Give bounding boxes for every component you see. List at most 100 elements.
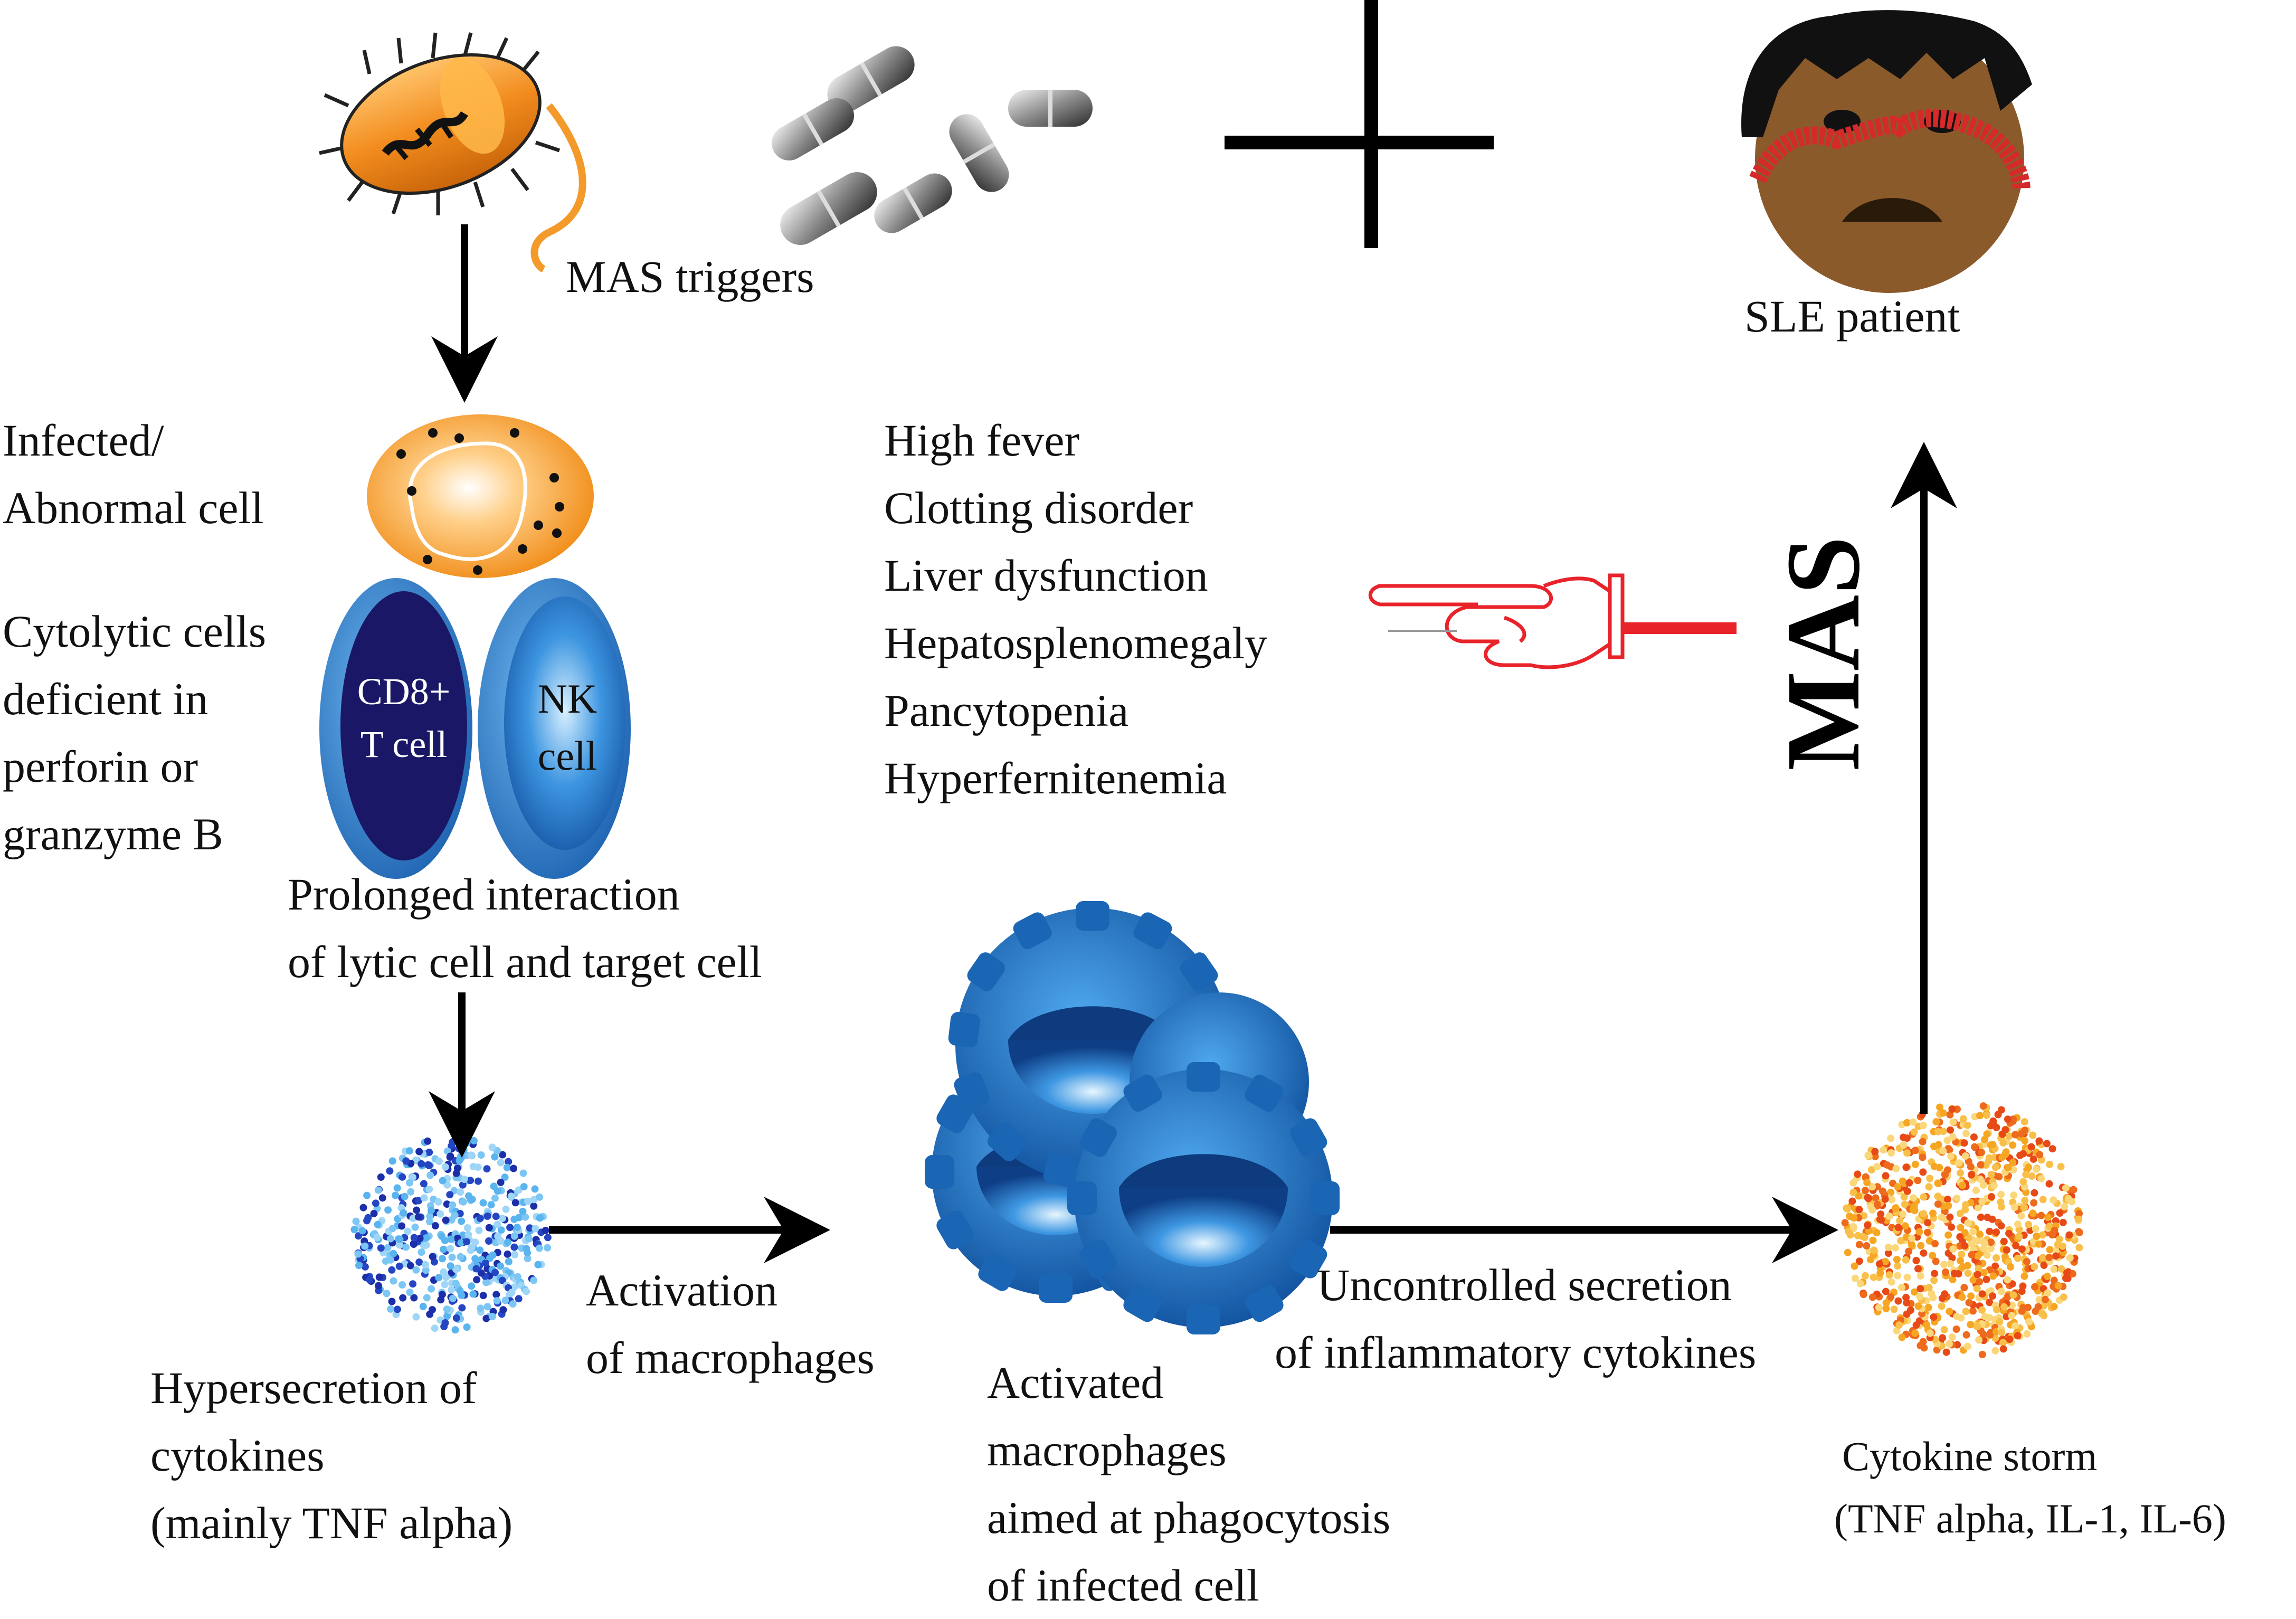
cytokine-dot bbox=[2032, 1225, 2039, 1233]
hypersecretion-line-2: cytokines bbox=[150, 1430, 325, 1481]
cytokine-dot bbox=[1930, 1313, 1938, 1321]
cytokine-dot bbox=[1885, 1212, 1893, 1220]
cytokine-dot bbox=[1866, 1256, 1874, 1264]
nk-cell-icon bbox=[478, 578, 631, 879]
cytokine-dot bbox=[2046, 1222, 2054, 1230]
cytokine-dot bbox=[504, 1238, 512, 1246]
cytokine-dot bbox=[2014, 1220, 2022, 1228]
cytokine-dot bbox=[2051, 1226, 2058, 1234]
cytokine-dot bbox=[1910, 1128, 1918, 1136]
cytokine-dot bbox=[2075, 1244, 2083, 1252]
macrophage-tooth bbox=[925, 1155, 954, 1189]
cytokine-dot bbox=[441, 1237, 449, 1245]
cytokine-dot bbox=[366, 1276, 374, 1284]
cytokine-dot bbox=[1989, 1117, 1997, 1125]
cytokine-dot bbox=[378, 1194, 386, 1202]
cytokine-dot bbox=[1931, 1270, 1939, 1277]
cytokine-dot bbox=[388, 1298, 396, 1305]
sle-patient-face-icon bbox=[1741, 10, 2032, 293]
cytokine-dot bbox=[1876, 1269, 1884, 1277]
cytokine-dot bbox=[2059, 1242, 2067, 1250]
cytokine-dot bbox=[437, 1210, 444, 1218]
cytokine-dot bbox=[2018, 1307, 2026, 1315]
cytokine-dot bbox=[2014, 1332, 2022, 1340]
cytokine-dot bbox=[2043, 1140, 2051, 1148]
mas-symptoms-list: High fever Clotting disorder Liver dysfu… bbox=[884, 406, 1267, 812]
cytokine-dot bbox=[1911, 1329, 1919, 1337]
cytokine-dot bbox=[361, 1242, 369, 1250]
cytokine-dot bbox=[439, 1177, 447, 1185]
cytokine-dot bbox=[2050, 1196, 2057, 1204]
cytokine-dot bbox=[441, 1281, 449, 1289]
symptom-item: Hyperfernitenemia bbox=[884, 753, 1227, 803]
cytokine-dot bbox=[2010, 1191, 2018, 1199]
cytokine-dot bbox=[2019, 1178, 2027, 1186]
cytokine-dot bbox=[355, 1262, 363, 1270]
cytokine-dot bbox=[447, 1152, 454, 1160]
cytokine-dot bbox=[1985, 1154, 1993, 1162]
cytokine-dot bbox=[2005, 1132, 2013, 1140]
prolonged-interaction-label: Prolonged interaction of lytic cell and … bbox=[288, 860, 762, 996]
cytokine-dot bbox=[1864, 1195, 1872, 1203]
cytokine-dot bbox=[428, 1285, 435, 1293]
cytokine-dot bbox=[1942, 1348, 1950, 1356]
macrophage-tooth bbox=[1290, 1239, 1327, 1279]
cytokine-dot bbox=[477, 1304, 485, 1312]
cytokine-dot bbox=[1910, 1288, 1918, 1296]
interaction-line-2: of lytic cell and target cell bbox=[288, 936, 762, 987]
cytokine-dot bbox=[1914, 1177, 1922, 1185]
cytokine-dot bbox=[2023, 1257, 2031, 1265]
cytokine-dot bbox=[536, 1214, 544, 1222]
cytokine-dot bbox=[1881, 1195, 1889, 1203]
cytokine-dot bbox=[1882, 1287, 1890, 1295]
cytokine-dot bbox=[1861, 1272, 1869, 1280]
cytokine-dot bbox=[449, 1201, 457, 1209]
cytokine-dot bbox=[457, 1239, 465, 1247]
cytokine-dot bbox=[1894, 1224, 1902, 1232]
cytokine-dot bbox=[1964, 1270, 1972, 1277]
cytokine-dot bbox=[510, 1243, 518, 1251]
cytokine-dot bbox=[424, 1137, 432, 1145]
cytokine-dot bbox=[2012, 1131, 2019, 1139]
cytokine-dot bbox=[420, 1194, 428, 1202]
cytokine-dot bbox=[1884, 1249, 1892, 1257]
cytokine-dot bbox=[1971, 1143, 1979, 1151]
cytokine-dot bbox=[524, 1255, 532, 1263]
cytokine-dot bbox=[412, 1313, 420, 1321]
cytokine-dot bbox=[2032, 1308, 2039, 1315]
cytokine-dot bbox=[1919, 1138, 1927, 1145]
bacterium-icon bbox=[319, 32, 586, 273]
cytokine-dot bbox=[2004, 1115, 2012, 1123]
cytokine-dot bbox=[2020, 1272, 2028, 1280]
cytokine-dot bbox=[1967, 1292, 1975, 1300]
cytokine-dot bbox=[2014, 1254, 2022, 1262]
cytokine-dot bbox=[1855, 1192, 1863, 1200]
infected-cell-line-1: Infected/ bbox=[3, 415, 164, 466]
cytokine-dot bbox=[402, 1243, 410, 1251]
cytokine-dot bbox=[2027, 1143, 2035, 1151]
cytokine-dot bbox=[2025, 1318, 2033, 1326]
cytokine-dot bbox=[1952, 1326, 1960, 1333]
cytokine-dot bbox=[526, 1224, 534, 1232]
cytokine-dot bbox=[2003, 1246, 2010, 1254]
cytokine-dot bbox=[2075, 1215, 2083, 1223]
cytokine-dot bbox=[443, 1312, 451, 1320]
cytokine-dot bbox=[2016, 1151, 2024, 1159]
cytokine-dot bbox=[386, 1235, 394, 1243]
cytokine-dot bbox=[1885, 1271, 1893, 1279]
cytokine-dot bbox=[532, 1225, 539, 1233]
cytokine-dot bbox=[1967, 1163, 1975, 1171]
cytokine-dot bbox=[442, 1216, 450, 1224]
cytokine-dot bbox=[2035, 1240, 2043, 1248]
cytokine-dot bbox=[426, 1213, 434, 1220]
cytokine-dot bbox=[1900, 1141, 1908, 1149]
cytokine-dot bbox=[510, 1164, 517, 1172]
cytokine-dot bbox=[2004, 1293, 2012, 1301]
infected-cell-icon bbox=[367, 414, 594, 578]
cytokine-dot bbox=[505, 1258, 513, 1265]
cytokine-dot bbox=[2052, 1252, 2060, 1260]
cytokine-dot bbox=[510, 1232, 518, 1240]
cytokine-dot bbox=[511, 1199, 519, 1207]
cytokine-dot bbox=[1976, 1278, 1984, 1286]
macrophage-tooth bbox=[1043, 1154, 1080, 1188]
